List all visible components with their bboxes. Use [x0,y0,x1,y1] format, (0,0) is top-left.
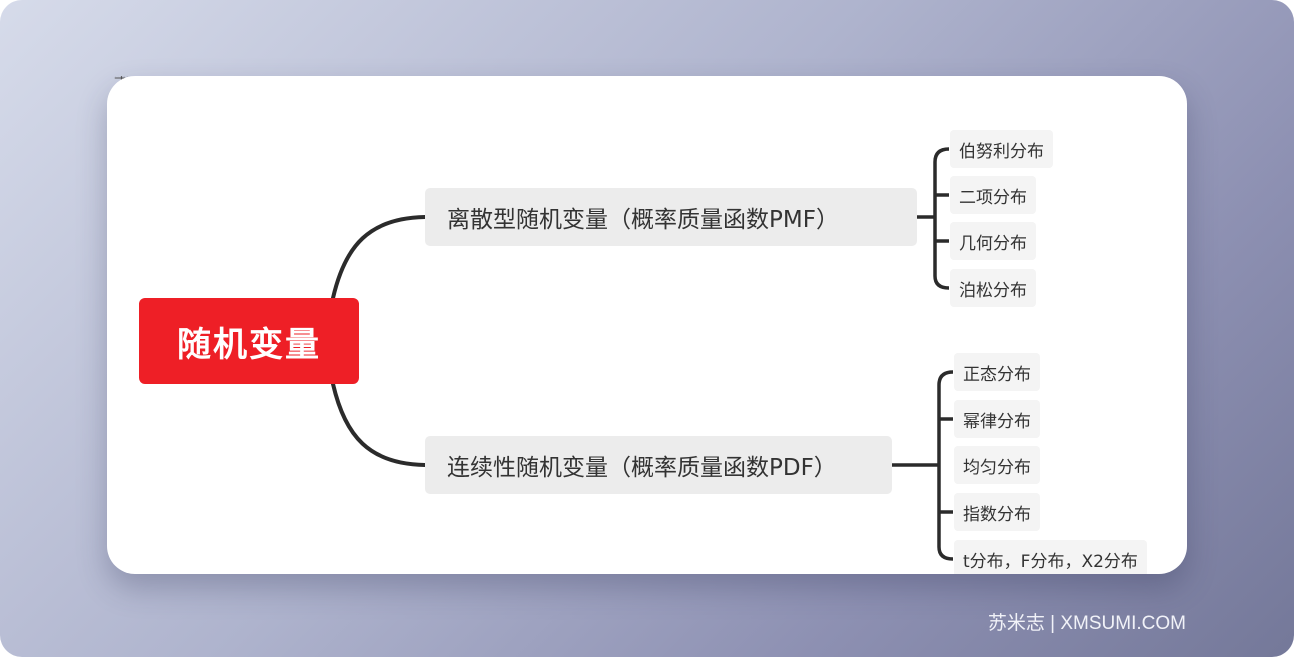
root-node: 随机变量 [139,298,359,384]
leaf-node: 正态分布 [954,353,1040,391]
branch-node-discrete: 离散型随机变量（概率质量函数PMF） [425,188,917,246]
connector-root-branch-1 [331,215,427,300]
leaf-node: 幂律分布 [954,400,1040,438]
leaf-node: 泊松分布 [950,269,1036,307]
connector-branch-2-bracket [937,370,954,561]
leaf-node: t分布，F分布，X2分布 [954,540,1147,574]
connector-branch-1-bracket [933,147,950,290]
leaf-node: 指数分布 [954,493,1040,531]
footer-credit: 苏米志 | XMSUMI.COM [987,613,1186,634]
branch-node-continuous: 连续性随机变量（概率质量函数PDF） [425,436,892,494]
mindmap-card: 随机变量 离散型随机变量（概率质量函数PMF） 连续性随机变量（概率质量函数PD… [107,76,1187,574]
leaf-node: 伯努利分布 [950,130,1053,168]
connector-root-branch-2 [331,382,427,467]
leaf-node: 二项分布 [950,176,1036,214]
leaf-node: 几何分布 [950,222,1036,260]
leaf-node: 均匀分布 [954,446,1040,484]
connector-lines [331,147,954,561]
